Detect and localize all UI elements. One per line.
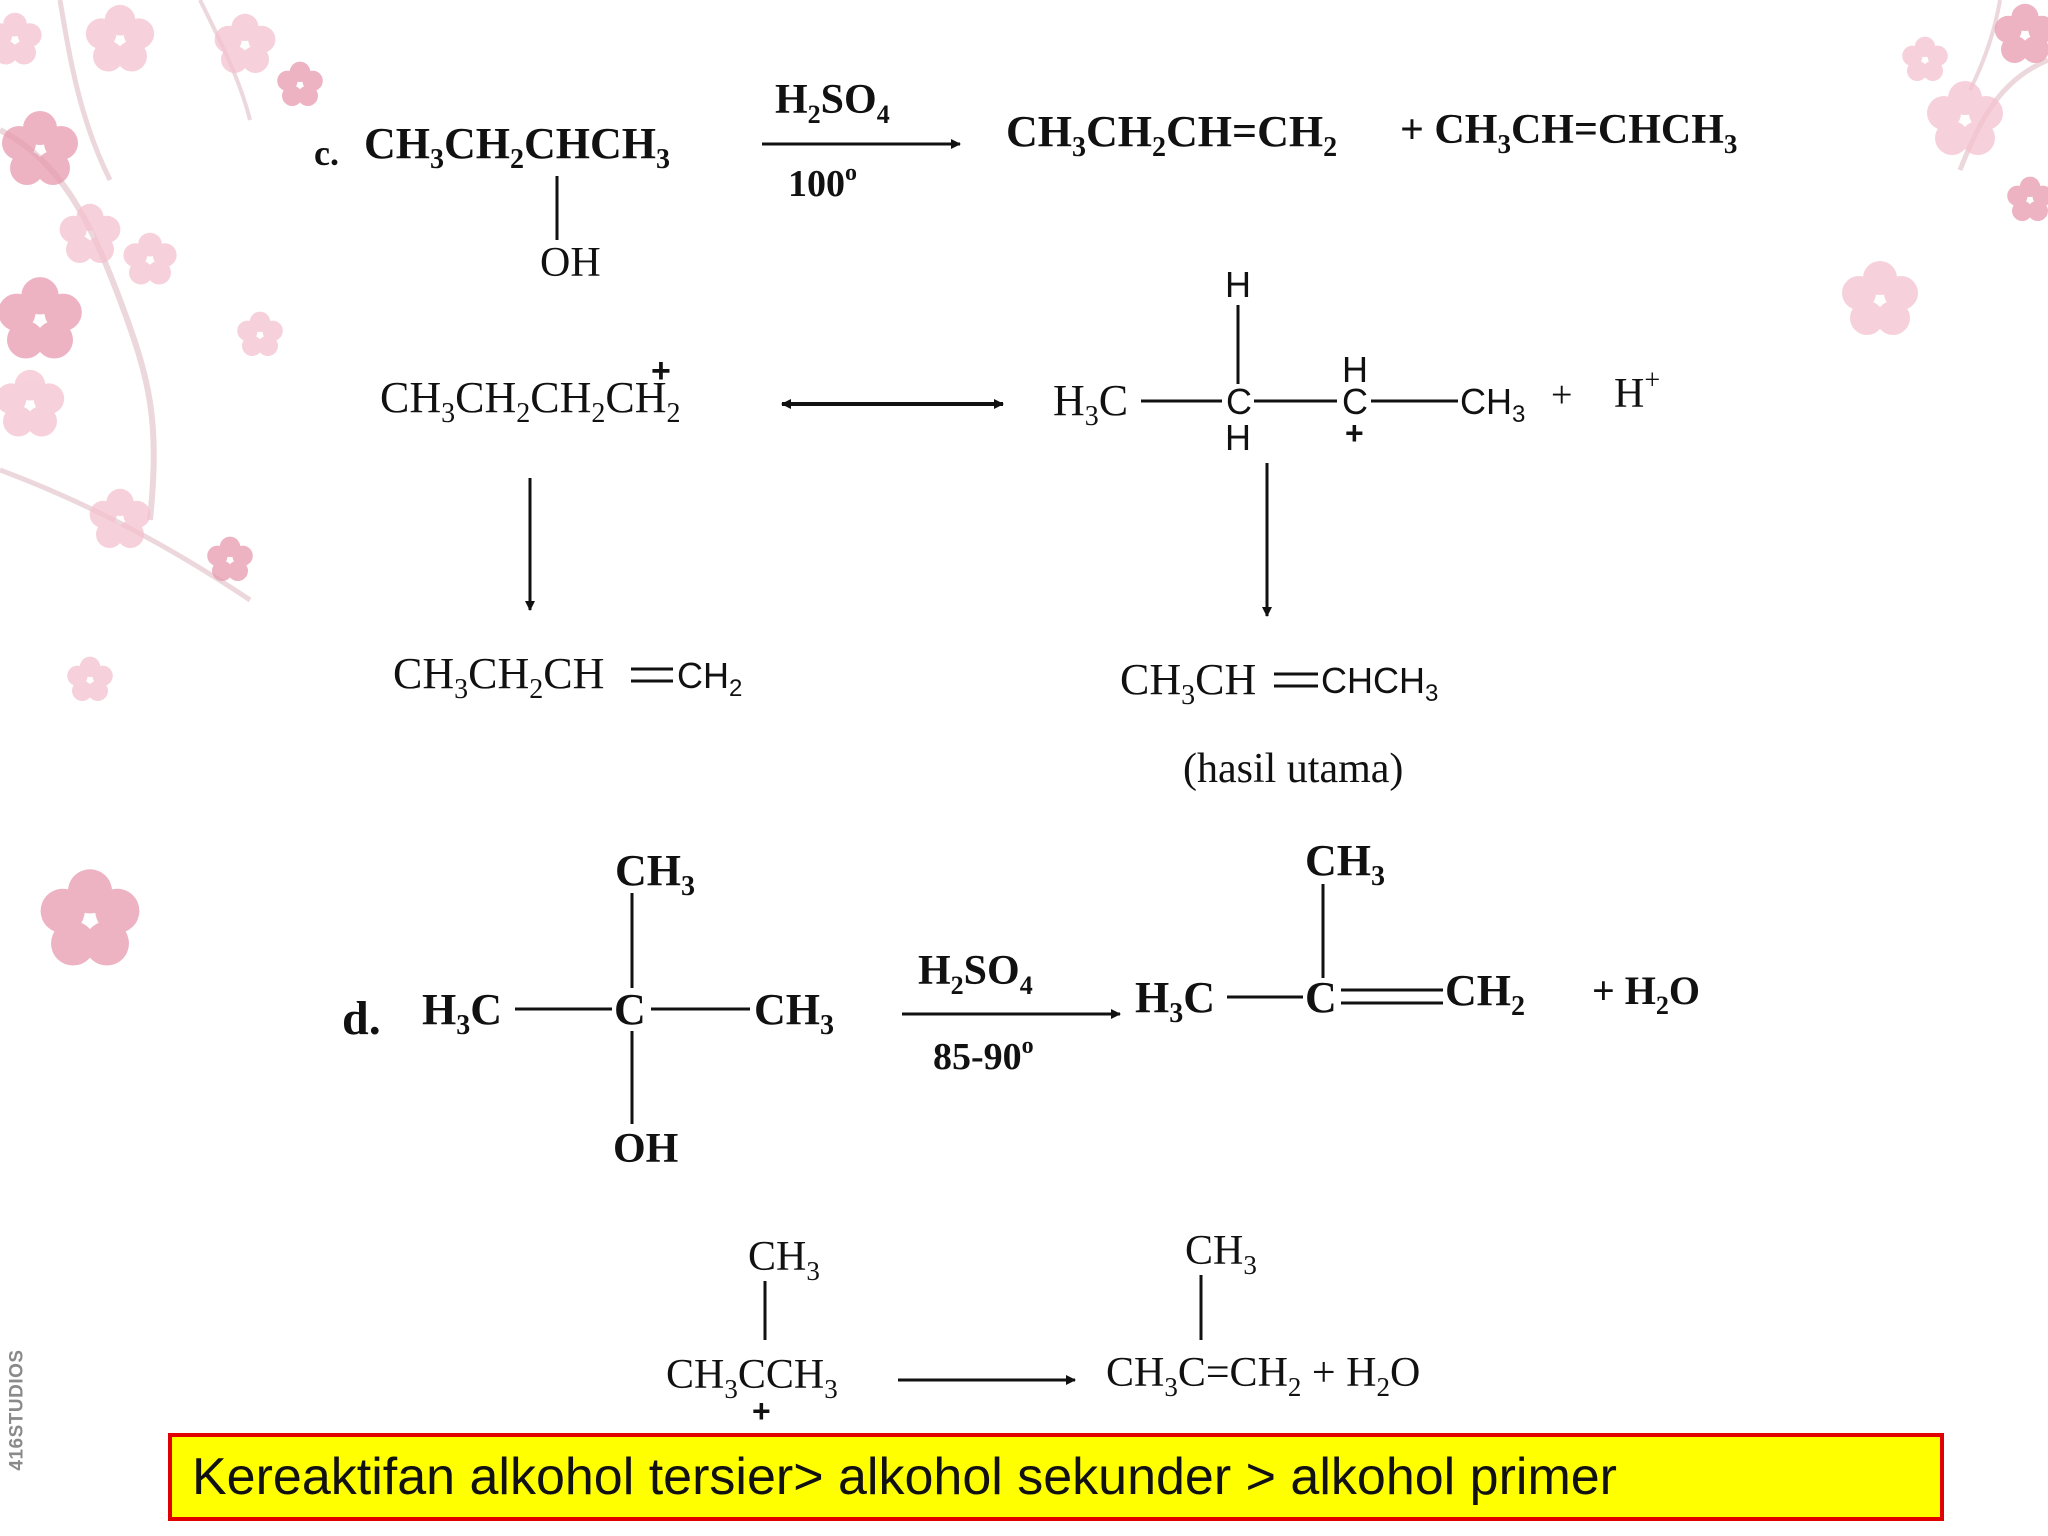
reaction-d-product-water: + H2O — [1592, 968, 1700, 1020]
reaction-c-reagent-top: H2SO4 — [775, 77, 890, 129]
reaction-c-product-1: CH3CH2CH=CH2 — [1006, 107, 1337, 163]
tertiary-carbocation-charge: + — [752, 1393, 771, 1429]
cherry-blossom-right — [1842, 0, 2048, 335]
reaction-c-product-2: + CH3CH=CHCH3 — [1400, 107, 1737, 159]
secondary-carbocation-ch3: CH3 — [1460, 381, 1525, 428]
watermark: 416STUDIOS — [4, 1310, 32, 1510]
reaction-d: d. CH3 H3C C CH3 OH H2SO4 85-90o CH3 H3C… — [342, 836, 1700, 1429]
plus-sign: + — [1551, 374, 1572, 416]
carbon-2-h-top: H — [1342, 349, 1368, 390]
proton: H+ — [1614, 365, 1660, 417]
reaction-d-product-h3c: H3C — [1135, 973, 1215, 1029]
major-product: CH3CH — [1120, 655, 1256, 711]
reaction-d-reactant-center: C — [614, 985, 646, 1034]
carbon-1-h-top: H — [1225, 264, 1251, 305]
reaction-d-product-ch2: CH2 — [1445, 966, 1525, 1022]
minor-product: CH3CH2CH — [393, 649, 604, 705]
major-product-note: (hasil utama) — [1183, 746, 1403, 792]
reaction-d-reactant-oh: OH — [613, 1126, 678, 1172]
conclusion-text: Kereaktifan alkohol tersier> alkohol sek… — [192, 1448, 1617, 1506]
conclusion-box: Kereaktifan alkohol tersier> alkohol sek… — [168, 1433, 1944, 1521]
tertiary-carbocation-ch3-top: CH3 — [748, 1234, 820, 1286]
reaction-d-product-ch3-top: CH3 — [1305, 836, 1385, 892]
reaction-c-reagent-bottom: 100o — [788, 160, 857, 205]
reaction-d-reagent-top: H2SO4 — [918, 948, 1033, 1000]
carbon-2-charge: + — [1345, 415, 1364, 451]
cherry-blossom-left — [0, 0, 323, 966]
tertiary-carbocation: CH3CCH3 — [666, 1352, 838, 1404]
reaction-d-product-center: C — [1305, 973, 1337, 1022]
carbon-2: C — [1342, 381, 1368, 422]
reaction-d-reagent-bottom: 85-90o — [933, 1033, 1034, 1078]
reaction-d-reactant-ch3-right: CH3 — [754, 985, 834, 1041]
carbon-1: C — [1226, 381, 1252, 422]
reaction-d-label: d. — [342, 992, 381, 1045]
final-product-ch3-top: CH3 — [1185, 1228, 1257, 1280]
reaction-c-label: c. — [314, 133, 339, 173]
secondary-carbocation-h3c: H3C — [1053, 376, 1128, 432]
major-product-chch3: CHCH3 — [1321, 660, 1438, 707]
watermark-text: 416STUDIOS — [7, 1349, 28, 1471]
carbon-1-h-bottom: H — [1225, 417, 1251, 458]
primary-carbocation-charge: + — [651, 352, 671, 390]
minor-product-ch2: CH2 — [677, 655, 742, 702]
reaction-c-reactant: CH3CH2CHCH3 — [364, 119, 670, 175]
primary-carbocation: CH3CH2CH2CH2 — [380, 373, 681, 429]
reaction-d-reactant-h3c: H3C — [422, 985, 502, 1041]
final-product: CH3C=CH2 + H2O — [1106, 1350, 1420, 1402]
reaction-c: c. CH3CH2CHCH3 OH H2SO4 100o CH3CH2CH=CH… — [314, 77, 1737, 792]
reaction-d-reactant-ch3-top: CH3 — [615, 846, 695, 902]
reaction-c-oh: OH — [540, 240, 601, 286]
